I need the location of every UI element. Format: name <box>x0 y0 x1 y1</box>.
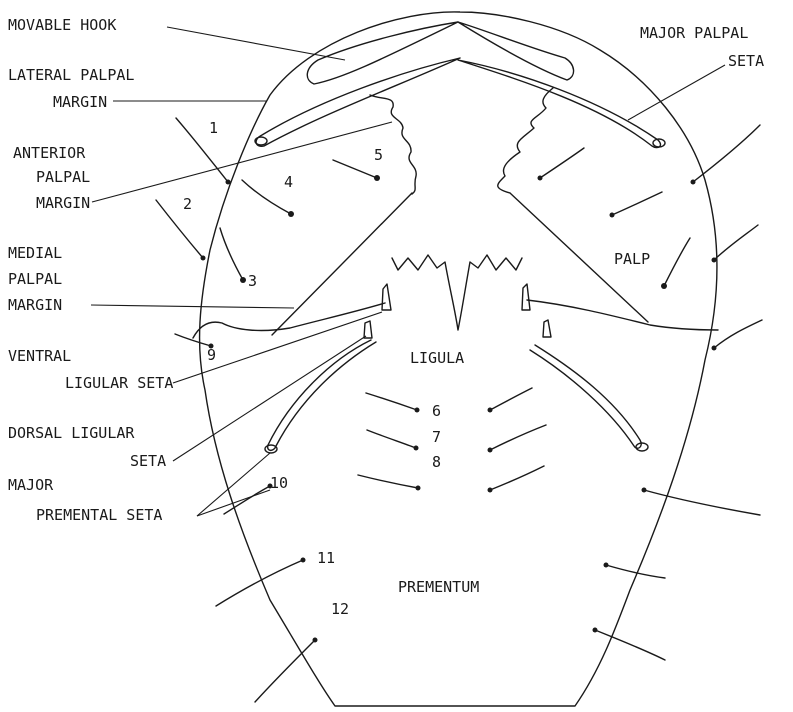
seta-11 <box>216 560 303 606</box>
leader-major-palpal-seta <box>628 65 725 120</box>
seta-right-a <box>540 148 584 178</box>
seta-right-outer-2 <box>714 225 758 260</box>
label-dorsal-ligular-seta-1: DORSAL LIGULAR <box>8 424 135 442</box>
major-premental-seta-right-base <box>636 443 648 451</box>
seta-right-c <box>664 238 690 286</box>
label-major-palpal-seta-1: MAJOR PALPAL <box>640 24 748 42</box>
major-premental-seta-right <box>530 345 641 448</box>
seta-5 <box>333 160 377 178</box>
label-medial-palpal-margin-3: MARGIN <box>8 296 62 314</box>
seta-number-1: 1 <box>209 119 218 137</box>
seta-right-e <box>490 425 546 450</box>
major-premental-seta-left <box>268 340 376 450</box>
label-ventral-ligular-seta-2: LIGULAR SETA <box>65 374 173 392</box>
movable-hook-right <box>458 22 574 80</box>
seta-number-12: 12 <box>331 600 349 618</box>
ligula-outline <box>392 255 522 330</box>
seta-3 <box>220 228 243 280</box>
label-ligula: LIGULA <box>410 349 464 367</box>
label-ventral-ligular-seta-1: VENTRAL <box>8 347 71 365</box>
label-lateral-palpal-margin-1: LATERAL PALPAL <box>8 66 134 84</box>
movable-hook-left <box>307 22 458 84</box>
label-major-premental-seta-1: MAJOR <box>8 476 54 494</box>
label-anterior-palpal-margin-2: PALPAL <box>36 168 90 186</box>
seta-right-b <box>612 192 662 215</box>
leader-medial-palpal-margin <box>91 305 294 308</box>
seta-number-5: 5 <box>374 146 383 164</box>
seta-number-11: 11 <box>317 549 335 567</box>
seta-number-10: 10 <box>270 474 288 492</box>
seta-number-9: 9 <box>207 346 216 364</box>
ventral-ligular-seta-right <box>522 284 530 310</box>
leader-anterior-palpal-margin <box>92 122 392 202</box>
seta-right-outer-1 <box>693 125 760 182</box>
label-prementum: PREMENTUM <box>398 578 479 596</box>
label-dorsal-ligular-seta-2: SETA <box>130 452 166 470</box>
label-medial-palpal-margin-2: PALPAL <box>8 270 62 288</box>
seta-number-6: 6 <box>432 402 441 420</box>
dorsal-ligular-seta-left <box>364 321 372 338</box>
seta-12 <box>255 640 315 702</box>
seta-2 <box>156 200 203 258</box>
seta-number-3: 3 <box>248 272 257 290</box>
seta-number-8: 8 <box>432 453 441 471</box>
label-movable-hook: MOVABLE HOOK <box>8 16 116 34</box>
label-lateral-palpal-margin-2: MARGIN <box>53 93 107 111</box>
seta-right-d <box>490 388 532 410</box>
seta-6 <box>366 393 417 410</box>
seta-8 <box>358 475 418 488</box>
label-major-premental-seta-2: PREMENTAL SETA <box>36 506 162 524</box>
seta-number-7: 7 <box>432 428 441 446</box>
seta-9 <box>175 334 211 346</box>
seta-right-outer-3 <box>714 320 762 348</box>
dorsal-ligular-seta-right <box>543 320 551 337</box>
leader-ventral-ligular-seta <box>173 312 382 383</box>
seta-right-i <box>595 630 665 660</box>
ventral-ligular-seta-left <box>382 284 391 310</box>
major-palpal-seta-right <box>458 60 660 148</box>
seta-number-4: 4 <box>284 173 293 191</box>
label-anterior-palpal-margin-3: MARGIN <box>36 194 90 212</box>
seta-number-2: 2 <box>183 195 192 213</box>
label-anterior-palpal-margin-1: ANTERIOR <box>13 144 86 162</box>
label-medial-palpal-margin-1: MEDIAL <box>8 244 62 262</box>
palp-base-right <box>527 300 718 330</box>
major-palpal-seta-left-base <box>255 137 267 145</box>
seta-7 <box>367 430 416 448</box>
seta-right-f <box>490 466 544 490</box>
leader-movable-hook <box>167 27 345 60</box>
label-palp: PALP <box>614 250 650 268</box>
major-palpal-seta-left <box>256 58 460 146</box>
anterior-palpal-margin-right <box>498 88 553 193</box>
label-major-palpal-seta-2: SETA <box>728 52 764 70</box>
leader-major-premental-seta-2 <box>197 490 270 516</box>
